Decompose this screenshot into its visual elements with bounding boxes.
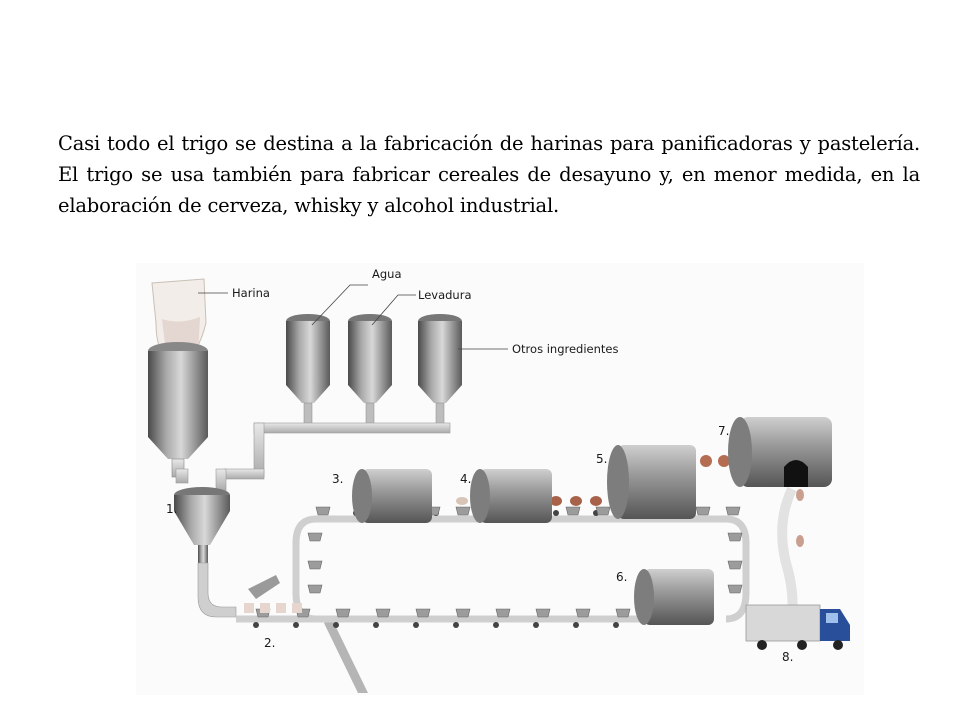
ingredient-pipes <box>175 422 451 492</box>
delivery-truck <box>745 604 850 650</box>
label-harina: Harina <box>232 286 270 300</box>
callout-lines <box>198 284 508 350</box>
other-ingredients-silo <box>418 314 462 426</box>
step-8: 8. <box>782 650 793 664</box>
baking-pans <box>255 506 743 618</box>
yeast-silo <box>348 314 392 426</box>
dough-divider <box>248 575 368 693</box>
drum-4-molder <box>470 469 552 523</box>
water-silo <box>286 314 330 426</box>
step-7: 7. <box>718 424 729 438</box>
step-1: 1. <box>166 502 177 516</box>
label-levadura: Levadura <box>418 288 472 302</box>
drum-6-cooler <box>634 569 714 625</box>
drum-5-oven <box>607 445 696 519</box>
step-5: 5. <box>596 452 607 466</box>
step-3: 3. <box>332 472 343 486</box>
intro-paragraph: Casi todo el trigo se destina a la fabri… <box>58 132 920 217</box>
drum-3-proofer <box>352 469 432 523</box>
dough-pieces <box>244 455 730 613</box>
step-6: 6. <box>616 570 627 584</box>
step-4: 4. <box>460 472 471 486</box>
flour-hopper <box>148 342 208 478</box>
mixer <box>174 487 237 618</box>
step-2: 2. <box>264 636 275 650</box>
label-agua: Agua <box>372 267 402 281</box>
label-otros-ingredientes: Otros ingredientes <box>512 342 619 356</box>
bread-production-diagram: Harina Agua Levadura Otros ingredientes … <box>136 263 864 695</box>
